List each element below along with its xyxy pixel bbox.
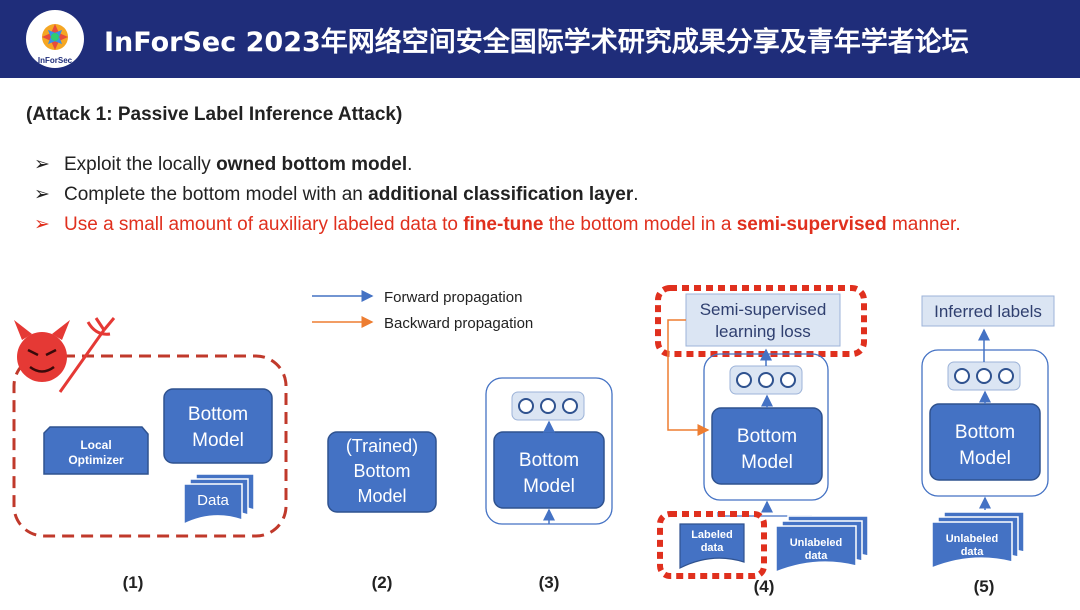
labeled-data-highlight: [657, 511, 767, 579]
data-stack: Data: [183, 473, 255, 526]
legend: Forward propagation Backward propagation: [312, 289, 533, 332]
bottom-model-box: [163, 388, 273, 464]
bullet-text: Complete the bottom model with an: [64, 184, 369, 205]
trained-bottom-model-box: [327, 431, 437, 513]
loss-box: [685, 293, 841, 347]
step-label: (3): [539, 573, 560, 592]
diagram-label: Local: [80, 438, 111, 452]
diagram-label: Model: [192, 430, 244, 451]
header-bar: InForSec InForSec 2023年网络空间安全国际学术研究成果分享及…: [0, 0, 1080, 78]
inferred-labels-text: Inferred labels: [934, 302, 1042, 321]
bullet-item: ➢ Complete the bottom model with an addi…: [34, 180, 1024, 210]
bullet-bold-text: semi-supervised: [736, 214, 887, 235]
data-label: Data: [197, 492, 229, 509]
diagram-label: Model: [741, 452, 793, 473]
bullet-text: the bottom model in a: [543, 214, 737, 235]
arrow-bullet-icon: ➢: [34, 154, 50, 175]
diagram-label: Labeled: [691, 529, 733, 541]
diagram-label: Semi-supervised: [700, 300, 827, 319]
bullet-bold-text: fine-tune: [463, 214, 544, 235]
diagram-label: Model: [357, 486, 406, 506]
devil-icon: [14, 320, 70, 382]
bullet-bold-text: additional classification layer: [368, 184, 634, 205]
inferred-labels-box: [921, 295, 1055, 327]
step-label: (2): [372, 573, 393, 592]
diagram-label: Unlabeled: [946, 533, 999, 545]
bullet-text: .: [407, 154, 413, 175]
bullet-text: Exploit the locally: [64, 154, 217, 175]
diagram-label: data: [961, 546, 985, 558]
header-title: InForSec 2023年网络空间安全国际学术研究成果分享及青年学者论坛: [104, 27, 969, 58]
slide-subtitle: (Attack 1: Passive Label Inference Attac…: [26, 104, 403, 125]
diagram-label: (Trained): [346, 436, 418, 456]
diagram-label: Bottom: [353, 461, 410, 481]
diagram-label: Unlabeled: [790, 537, 843, 549]
bullet-text: Use a small amount of auxiliary labeled …: [64, 214, 464, 235]
diagram-label: Model: [959, 448, 1011, 469]
step-label: (4): [754, 577, 775, 596]
diagram-label: Bottom: [519, 450, 579, 471]
step-label: (5): [974, 577, 995, 596]
inforsec-logo: InForSec: [26, 10, 84, 68]
bullet-bold-text: owned bottom model: [216, 154, 408, 175]
bullet-list: ➢ Exploit the locally owned bottom model…: [34, 150, 1024, 240]
arrow-bullet-icon: ➢: [34, 214, 50, 235]
bullet-text: .: [633, 184, 639, 205]
diagram-label: Model: [523, 476, 575, 497]
diagram-label: Optimizer: [68, 453, 124, 467]
diagram-label: Bottom: [737, 426, 797, 447]
step-label: (1): [123, 573, 144, 592]
bullet-text: manner.: [886, 214, 961, 235]
bullet-item-highlight: ➢ Use a small amount of auxiliary labele…: [34, 210, 1024, 240]
diagram-label: data: [805, 550, 829, 562]
trident-icon: [58, 317, 116, 393]
backward-arrow: [667, 319, 710, 436]
bullet-item: ➢ Exploit the locally owned bottom model…: [34, 150, 1024, 180]
labeled-data-shape: [679, 523, 745, 569]
legend-forward: Forward propagation: [384, 289, 522, 306]
logo-text: InForSec: [38, 56, 73, 65]
arrow-bullet-icon: ➢: [34, 184, 50, 205]
diagram-label: learning loss: [715, 322, 810, 341]
legend-backward: Backward propagation: [384, 315, 533, 332]
diagram-label: Bottom: [955, 422, 1015, 443]
diagram-label: data: [701, 542, 725, 554]
diagram-label: Bottom: [188, 404, 248, 425]
local-optimizer-box: [43, 426, 149, 475]
attacker-boundary: [12, 354, 288, 538]
model-container: [921, 349, 1049, 497]
